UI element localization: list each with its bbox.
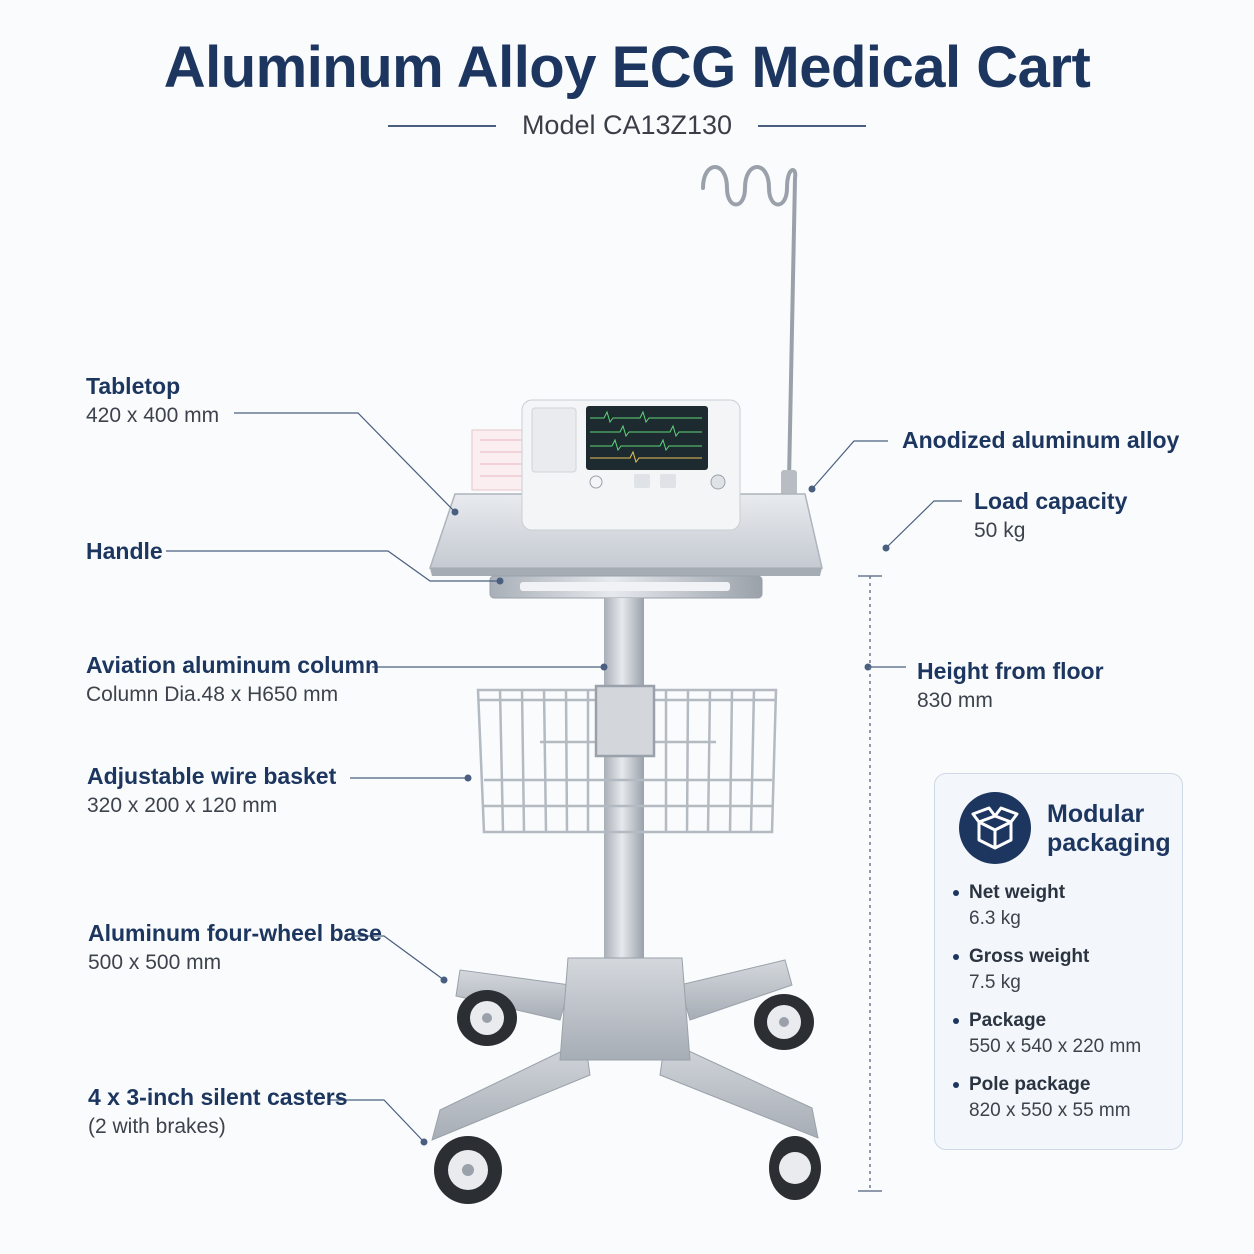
item-key: Net weight bbox=[969, 882, 1066, 903]
height-value: 830 mm bbox=[917, 689, 993, 713]
callout-column: Aviation aluminum column Column Dia.48 x… bbox=[86, 652, 379, 708]
column-size: Column Dia.48 x H650 mm bbox=[86, 683, 339, 707]
wire-basket bbox=[476, 684, 778, 834]
base-label: Aluminum four-wheel base bbox=[88, 920, 382, 946]
list-item: Net weight 6.3 kg bbox=[953, 882, 1177, 930]
item-key: Pole package bbox=[969, 1074, 1091, 1095]
callout-load: Load capacity 50 kg bbox=[974, 488, 1127, 544]
casters-label: 4 x 3-inch silent casters bbox=[88, 1084, 348, 1110]
iv-pole bbox=[701, 165, 798, 500]
item-value: 7.5 kg bbox=[969, 972, 1021, 993]
casters bbox=[434, 990, 821, 1204]
item-value: 820 x 550 x 55 mm bbox=[969, 1100, 1131, 1121]
packaging-list: Net weight 6.3 kg Gross weight 7.5 kg Pa… bbox=[953, 882, 1177, 1138]
caster-front-right bbox=[769, 1136, 821, 1200]
model-rule-right bbox=[758, 124, 867, 127]
four-wheel-base bbox=[431, 957, 819, 1141]
callout-height: Height from floor 830 mm bbox=[917, 658, 1104, 714]
caster-back-left bbox=[457, 990, 517, 1046]
basket-label: Adjustable wire basket bbox=[87, 763, 337, 789]
handle bbox=[489, 575, 763, 599]
basket-size: 320 x 200 x 120 mm bbox=[87, 794, 278, 818]
column-label: Aviation aluminum column bbox=[86, 652, 380, 678]
open-box-icon bbox=[959, 792, 1031, 864]
ecg-device bbox=[471, 399, 741, 531]
height-dimension bbox=[858, 575, 882, 1192]
list-item: Pole package 820 x 550 x 55 mm bbox=[953, 1074, 1177, 1122]
packaging-card: Modular packaging Net weight 6.3 kg Gros… bbox=[934, 773, 1183, 1150]
page-title: Aluminum Alloy ECG Medical Cart bbox=[163, 35, 1091, 100]
model-row: Model CA13Z130 bbox=[0, 110, 1254, 141]
height-label: Height from floor bbox=[917, 658, 1104, 684]
item-key: Package bbox=[969, 1010, 1047, 1031]
base-size: 500 x 500 mm bbox=[88, 951, 222, 975]
load-label: Load capacity bbox=[974, 488, 1128, 514]
model-rule-left bbox=[387, 124, 496, 127]
callout-basket: Adjustable wire basket 320 x 200 x 120 m… bbox=[87, 763, 336, 819]
caster-front-left bbox=[434, 1136, 502, 1204]
callout-tabletop: Tabletop 420 x 400 mm bbox=[86, 373, 219, 429]
tabletop-label: Tabletop bbox=[86, 373, 181, 399]
leader-lines bbox=[166, 412, 962, 1143]
callout-casters: 4 x 3-inch silent casters (2 with brakes… bbox=[88, 1084, 348, 1140]
callout-handle: Handle bbox=[86, 538, 163, 564]
callout-material: Anodized aluminum alloy bbox=[902, 427, 1179, 453]
list-item: Gross weight 7.5 kg bbox=[953, 946, 1177, 994]
item-value: 550 x 540 x 220 mm bbox=[969, 1036, 1142, 1057]
material-label: Anodized aluminum alloy bbox=[902, 427, 1180, 453]
column bbox=[604, 598, 644, 993]
tabletop-size: 420 x 400 mm bbox=[86, 404, 220, 428]
item-value: 6.3 kg bbox=[969, 908, 1021, 929]
casters-detail: (2 with brakes) bbox=[88, 1115, 226, 1139]
load-value: 50 kg bbox=[974, 519, 1026, 543]
handle-label: Handle bbox=[86, 538, 163, 564]
model-number: Model CA13Z130 bbox=[521, 110, 733, 140]
caster-back-right bbox=[754, 994, 814, 1050]
list-item: Package 550 x 540 x 220 mm bbox=[953, 1010, 1177, 1058]
item-key: Gross weight bbox=[969, 946, 1090, 967]
packaging-title: Modular packaging bbox=[1047, 800, 1171, 857]
callout-base: Aluminum four-wheel base 500 x 500 mm bbox=[88, 920, 382, 976]
